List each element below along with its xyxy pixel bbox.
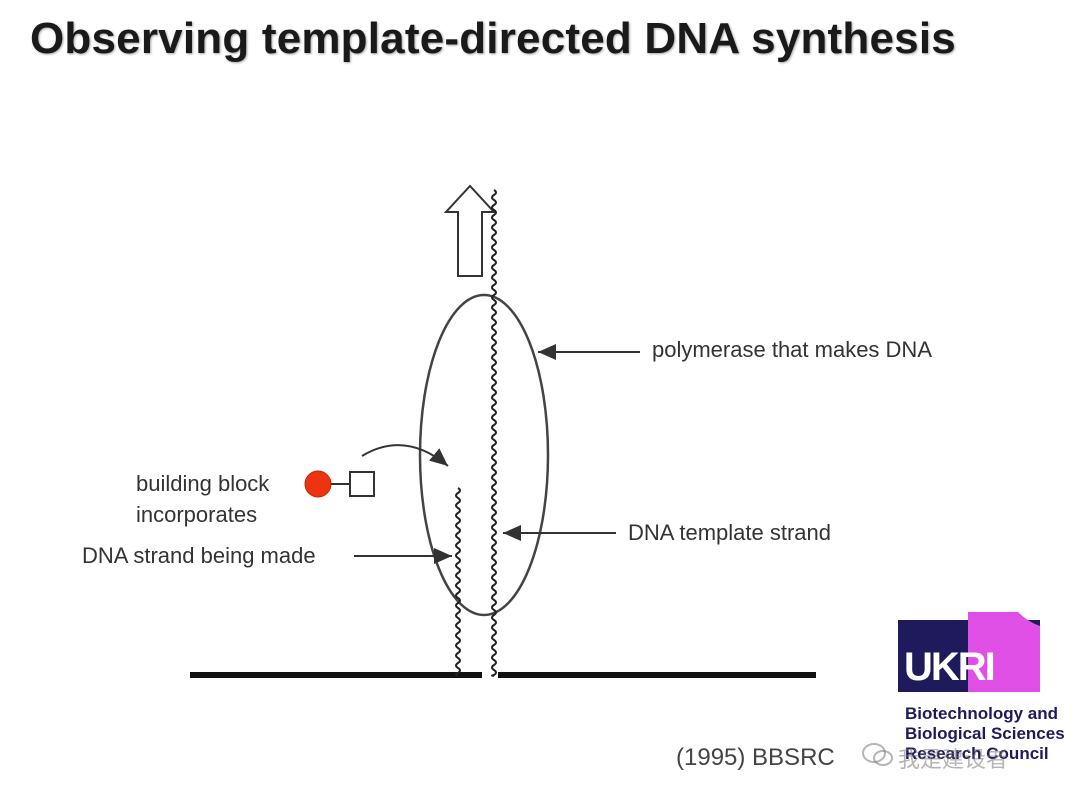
bbsrc-name: Biotechnology and Biological Sciences Re… <box>905 704 1065 764</box>
movement-up-arrow <box>443 184 497 277</box>
polymerase-ellipse <box>418 293 550 617</box>
building-block-circle <box>304 470 332 498</box>
page-title: Observing template-directed DNA synthesi… <box>30 14 956 63</box>
strand-being-made-label: DNA strand being made <box>82 543 316 568</box>
dna-strand-being-made <box>455 487 461 677</box>
surface-left <box>190 672 482 678</box>
ukri-logo-text: UKRI <box>904 645 994 689</box>
template-strand-label: DNA template strand <box>628 520 831 545</box>
citation: (1995) BBSRC <box>676 744 835 771</box>
watermark-text: 我是建设者 <box>898 747 1009 772</box>
building-block-square <box>349 471 375 497</box>
polymerase-label: polymerase that makes DNA <box>652 337 932 362</box>
building-block-label-line2: incorporates <box>136 502 258 527</box>
wechat-icon <box>862 743 893 766</box>
surface-right <box>498 672 816 678</box>
bbsrc-name-line2: Biological Sciences <box>905 724 1065 743</box>
ukri-logo: UKRI <box>898 612 1040 692</box>
incorporation-curved-arrow <box>361 444 449 467</box>
bbsrc-name-line3: Research Council <box>905 744 1049 763</box>
dna-template-strand <box>491 189 497 677</box>
bbsrc-name-line1: Biotechnology and <box>905 704 1058 723</box>
building-block-label-line1: building block <box>136 471 270 496</box>
